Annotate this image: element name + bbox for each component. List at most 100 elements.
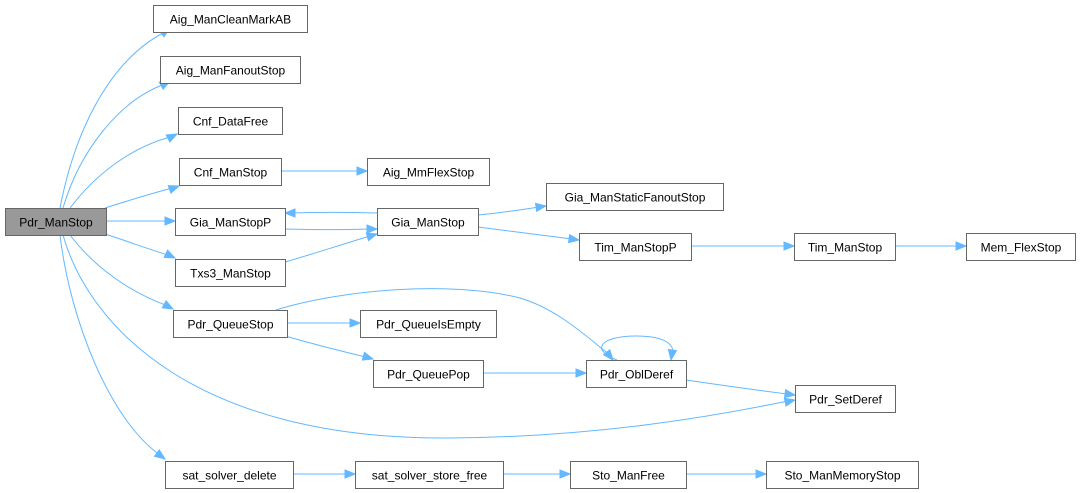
node-box[interactable] bbox=[175, 208, 286, 236]
edge-pdr_queuestop-to-pdr_queuepop bbox=[284, 335, 375, 361]
edge-pdr_manstop-to-aig_manfanoutstop bbox=[62, 80, 172, 209]
arrowhead-icon bbox=[361, 351, 375, 361]
node-box[interactable] bbox=[373, 360, 484, 388]
node-aig-mancleanmarkab[interactable]: Aig_ManCleanMarkAB bbox=[153, 5, 308, 33]
node-gia-manstop[interactable]: Gia_ManStop bbox=[377, 208, 479, 236]
edge-line bbox=[284, 228, 371, 231]
edge-sto_manfree-to-sto_manmemorystop bbox=[686, 469, 768, 479]
edge-pdr_queuepop-to-pdr_oblderef bbox=[483, 368, 588, 378]
node-box[interactable] bbox=[586, 360, 687, 388]
node-box[interactable] bbox=[795, 385, 896, 413]
edge-tim_manstopp-to-tim_manstop bbox=[691, 241, 796, 251]
edge-line bbox=[69, 136, 171, 209]
node-label: Aig_ManCleanMarkAB bbox=[170, 13, 291, 27]
arrowhead-icon bbox=[559, 469, 572, 479]
node-label: Gia_ManStop bbox=[391, 216, 465, 230]
node-sat-solver-store-free[interactable]: sat_solver_store_free bbox=[355, 461, 504, 489]
node-label: Pdr_QueueIsEmpty bbox=[376, 318, 481, 332]
node-pdr-queuepop[interactable]: Pdr_QueuePop bbox=[373, 360, 484, 388]
node-box[interactable] bbox=[5, 208, 107, 236]
arrowhead-icon bbox=[167, 185, 181, 194]
arrowhead-icon bbox=[955, 241, 968, 251]
node-txs3-manstop[interactable]: Txs3_ManStop bbox=[175, 259, 286, 287]
node-label: Pdr_QueuePop bbox=[387, 368, 470, 382]
edge-sat_solver_delete-to-sat_solver_store_free bbox=[293, 469, 357, 479]
node-box[interactable] bbox=[579, 233, 692, 261]
node-box[interactable] bbox=[165, 461, 294, 489]
node-mem-flexstop[interactable]: Mem_FlexStop bbox=[966, 233, 1076, 261]
node-label: Cnf_DataFree bbox=[193, 115, 269, 129]
node-cnf-datafree[interactable]: Cnf_DataFree bbox=[178, 107, 283, 135]
edge-txs3_manstop-to-gia_manstop bbox=[284, 232, 379, 263]
node-gia-manstaticfanoutstop[interactable]: Gia_ManStaticFanoutStop bbox=[546, 183, 724, 211]
node-box[interactable] bbox=[546, 183, 724, 211]
edge-pdr_oblderef-to-pdr_oblderef bbox=[601, 335, 678, 362]
arrowhead-icon bbox=[164, 216, 177, 226]
arrowhead-icon bbox=[783, 241, 796, 251]
node-label: Aig_ManFanoutStop bbox=[176, 64, 286, 78]
node-label: Cnf_ManStop bbox=[194, 166, 268, 180]
node-box[interactable] bbox=[570, 461, 687, 489]
edge-pdr_manstop-to-sat_solver_delete bbox=[59, 234, 167, 460]
node-sto-manfree[interactable]: Sto_ManFree bbox=[570, 461, 687, 489]
edge-sat_solver_store_free-to-sto_manfree bbox=[503, 469, 572, 479]
node-pdr-oblderef[interactable]: Pdr_OblDeref bbox=[586, 360, 687, 388]
node-gia-manstopp[interactable]: Gia_ManStopP bbox=[175, 208, 286, 236]
node-aig-manfanoutstop[interactable]: Aig_ManFanoutStop bbox=[160, 56, 301, 84]
node-box[interactable] bbox=[173, 310, 288, 338]
edge-pdr_manstop-to-cnf_datafree bbox=[69, 133, 179, 209]
node-sat-solver-delete[interactable]: sat_solver_delete bbox=[165, 461, 294, 489]
node-box[interactable] bbox=[377, 208, 479, 236]
edges-layer bbox=[59, 27, 968, 479]
node-label: Sto_ManMemoryStop bbox=[784, 469, 900, 483]
arrowhead-icon bbox=[667, 348, 678, 362]
edge-line bbox=[284, 235, 371, 263]
node-box[interactable] bbox=[766, 461, 919, 489]
node-label: Pdr_SetDeref bbox=[809, 393, 882, 407]
node-box[interactable] bbox=[179, 158, 282, 186]
arrowhead-icon bbox=[783, 388, 797, 399]
node-pdr-setderef[interactable]: Pdr_SetDeref bbox=[795, 385, 896, 413]
node-box[interactable] bbox=[160, 56, 301, 84]
edge-pdr_manstop-to-cnf_manstop bbox=[104, 185, 181, 209]
node-label: Txs3_ManStop bbox=[190, 267, 271, 281]
node-aig-mmflexstop[interactable]: Aig_MmFlexStop bbox=[367, 158, 490, 186]
node-tim-manstop[interactable]: Tim_ManStop bbox=[794, 233, 896, 261]
node-label: Tim_ManStop bbox=[808, 241, 883, 255]
node-tim-manstopp[interactable]: Tim_ManStopP bbox=[579, 233, 692, 261]
node-box[interactable] bbox=[355, 461, 504, 489]
node-box[interactable] bbox=[175, 259, 286, 287]
node-box[interactable] bbox=[794, 233, 896, 261]
node-label: Mem_FlexStop bbox=[981, 241, 1062, 255]
arrowhead-icon bbox=[755, 469, 768, 479]
node-label: Tim_ManStopP bbox=[594, 241, 676, 255]
edge-line bbox=[69, 234, 169, 307]
edge-line bbox=[59, 234, 161, 456]
edge-pdr_manstop-to-gia_manstopp bbox=[106, 216, 177, 226]
node-pdr-queueisempty[interactable]: Pdr_QueueIsEmpty bbox=[360, 310, 497, 338]
node-box[interactable] bbox=[153, 5, 308, 33]
edge-line bbox=[62, 83, 166, 209]
edge-tim_manstop-to-mem_flexstop bbox=[895, 241, 968, 251]
node-box[interactable] bbox=[178, 107, 283, 135]
edge-line bbox=[59, 31, 166, 209]
node-box[interactable] bbox=[966, 233, 1076, 261]
edge-line bbox=[104, 187, 173, 209]
arrowhead-icon bbox=[163, 249, 177, 259]
node-label: Pdr_OblDeref bbox=[600, 368, 674, 382]
nodes-layer: Pdr_ManStop Aig_ManCleanMarkAB Aig_ManFano… bbox=[5, 5, 1076, 489]
node-box[interactable] bbox=[360, 310, 497, 338]
node-label: Gia_ManStopP bbox=[190, 216, 271, 230]
node-box[interactable] bbox=[367, 158, 490, 186]
node-pdr-queuestop[interactable]: Pdr_QueueStop bbox=[173, 310, 288, 338]
edge-line bbox=[284, 335, 367, 358]
node-sto-manmemorystop[interactable]: Sto_ManMemoryStop bbox=[766, 461, 919, 489]
edge-pdr_manstop-to-txs3_manstop bbox=[104, 233, 177, 259]
arrowhead-icon bbox=[575, 368, 588, 378]
node-pdr-manstop[interactable]: Pdr_ManStop bbox=[5, 208, 107, 236]
edge-gia_manstop-to-gia_manstaticfanoutstop bbox=[477, 202, 548, 216]
edge-gia_manstop-to-tim_manstopp bbox=[477, 226, 581, 244]
node-cnf-manstop[interactable]: Cnf_ManStop bbox=[179, 158, 282, 186]
edge-pdr_oblderef-to-pdr_setderef bbox=[685, 379, 797, 399]
